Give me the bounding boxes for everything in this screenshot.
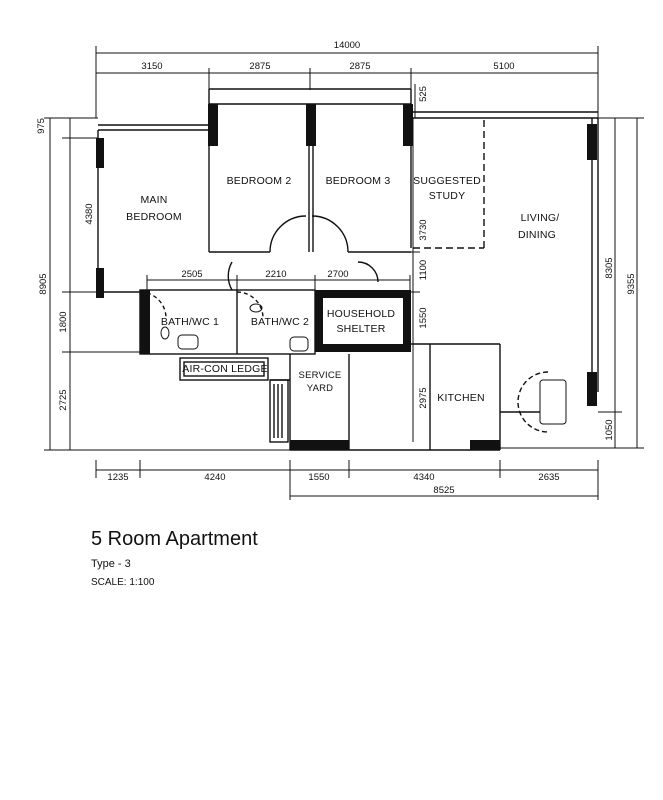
label-study-2: STUDY (429, 190, 466, 202)
dim-left-8905: 8905 (38, 273, 49, 294)
label-bedroom-3: BEDROOM 3 (326, 175, 391, 187)
label-study-1: SUGGESTED (413, 175, 481, 187)
dim-top-2: 2875 (249, 61, 270, 72)
dim-left-4380: 4380 (84, 203, 95, 224)
label-service-2: YARD (307, 383, 334, 394)
label-kitchen: KITCHEN (437, 392, 485, 404)
plan-subtitle: Type - 3 (91, 558, 131, 570)
dim-bottom-8525: 8525 (433, 485, 454, 496)
label-service-1: SERVICE (299, 370, 342, 381)
dim-top-3: 2875 (349, 61, 370, 72)
dim-mid-2210: 2210 (265, 269, 286, 280)
dim-right-1050: 1050 (604, 419, 615, 440)
dim-inner-2975: 2975 (418, 387, 429, 408)
dim-bottom-4240: 4240 (204, 472, 225, 483)
label-shelter-1: HOUSEHOLD (327, 308, 396, 320)
dim-right-8305: 8305 (604, 257, 615, 278)
dim-inner-3730: 3730 (418, 219, 429, 240)
label-shelter-2: SHELTER (336, 323, 385, 335)
dim-overall-top: 14000 (334, 40, 360, 51)
label-main-bedroom-2: BEDROOM (126, 211, 182, 223)
fixtures (160, 303, 567, 425)
label-bedroom-2: BEDROOM 2 (227, 175, 292, 187)
dim-top-1: 3150 (141, 61, 162, 72)
label-bath-1: BATH/WC 1 (161, 316, 219, 328)
dimension-lines (44, 46, 644, 500)
label-main-bedroom-1: MAIN (140, 194, 167, 206)
dim-inner-1100: 1100 (418, 260, 429, 280)
plan-scale: SCALE: 1:100 (91, 577, 155, 588)
structural-columns (96, 104, 597, 450)
plan-title: 5 Room Apartment (91, 528, 258, 550)
dim-inner-1550: 1550 (418, 307, 429, 328)
dim-bottom-1550: 1550 (308, 472, 329, 483)
dim-top-4: 5100 (493, 61, 514, 72)
label-living-2: DINING (518, 229, 556, 241)
dim-mid-2700: 2700 (327, 269, 348, 280)
dim-bottom-2635: 2635 (538, 472, 559, 483)
label-bath-2: BATH/WC 2 (251, 316, 309, 328)
floor-plan: 14000 3150 2875 2875 5100 975 4380 8905 … (36, 40, 644, 500)
dim-right-9355: 9355 (626, 273, 637, 294)
dim-left-2725: 2725 (58, 389, 69, 410)
dim-mid-2505: 2505 (181, 269, 202, 280)
dim-left-1800: 1800 (58, 311, 69, 332)
title-block: 5 Room Apartment Type - 3 SCALE: 1:100 (91, 527, 258, 589)
dim-bottom-1235: 1235 (107, 472, 128, 483)
dim-inner-525: 525 (418, 86, 429, 102)
dim-left-975: 975 (36, 118, 47, 134)
label-living-1: LIVING/ (521, 212, 560, 224)
dim-bottom-4340: 4340 (413, 472, 434, 483)
label-aircon-ledge: AIR-CON LEDGE (182, 363, 267, 375)
